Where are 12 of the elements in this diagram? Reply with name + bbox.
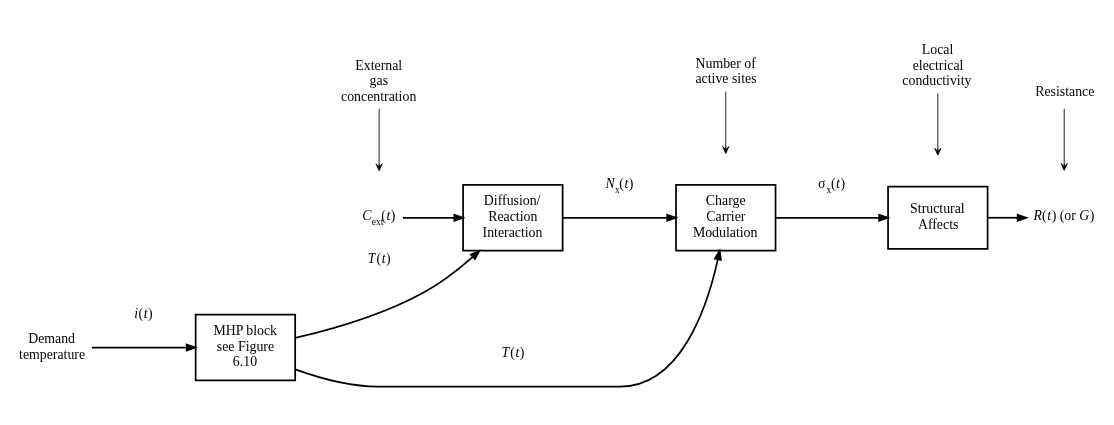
edge-label: N$_{x}$(t): [605, 175, 634, 195]
edge-label: T(t): [501, 344, 525, 360]
node-text: Number of active sites: [695, 55, 757, 86]
node-text: Local electrical conductivity: [902, 41, 972, 88]
node-text: Resistance: [1035, 83, 1095, 99]
node-text: R(t) (or G): [1033, 207, 1095, 223]
node-text: External gas concentration: [341, 57, 417, 104]
edge-label: T(t): [367, 250, 391, 266]
node-text: Demand temperature: [19, 330, 86, 362]
edge-label: σ$_{x}$(t): [817, 175, 846, 195]
node-text: C$_{ext}$(t): [362, 207, 396, 227]
edge-label: i(t): [134, 305, 153, 321]
